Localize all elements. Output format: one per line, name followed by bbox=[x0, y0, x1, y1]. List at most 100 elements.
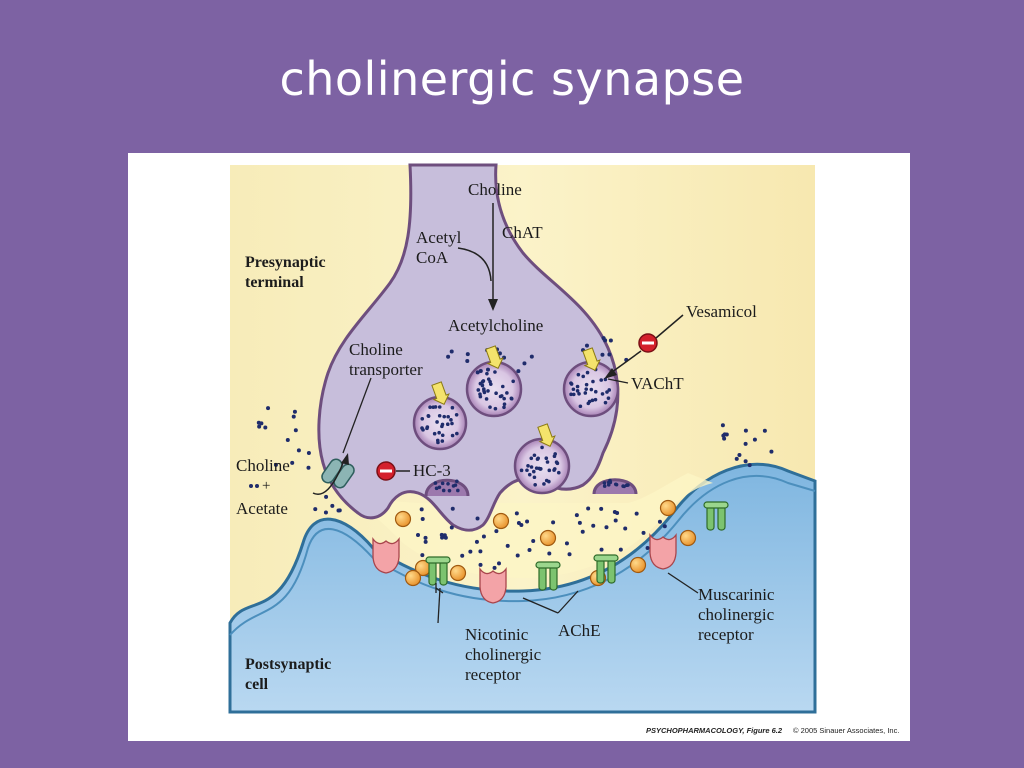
acetate-dot bbox=[255, 484, 259, 488]
acetylcholine-dot bbox=[449, 525, 454, 530]
postsynaptic-membrane-inner bbox=[229, 475, 816, 636]
acetylcholine-dot bbox=[306, 465, 311, 470]
acetylcholine-dot bbox=[478, 549, 483, 554]
vesicle bbox=[465, 360, 523, 418]
vacht-transporters bbox=[431, 345, 601, 447]
choline-dot bbox=[249, 484, 253, 488]
acetylcholine-dot bbox=[266, 406, 271, 411]
acetate-label: Acetate bbox=[236, 499, 288, 518]
vesamicol-inhibitor bbox=[604, 314, 684, 379]
acetylcholine-dot bbox=[475, 516, 480, 521]
muscarinic-receptor bbox=[649, 533, 677, 570]
acetylcholine-dot bbox=[586, 506, 591, 511]
acetylcholine-dot bbox=[604, 525, 609, 530]
muscarinic-label-3: receptor bbox=[698, 625, 754, 644]
choline-transporter-label-2: transporter bbox=[349, 360, 423, 379]
cell-label: cell bbox=[245, 676, 269, 693]
nicotinic-receptor bbox=[703, 501, 729, 531]
acetylcholine-dot bbox=[722, 436, 727, 441]
acetylcholine-dot bbox=[657, 519, 662, 524]
acetylcholine-dot bbox=[531, 538, 536, 543]
acetylcholine-dot bbox=[324, 494, 329, 499]
nicotinic-receptor bbox=[593, 554, 619, 584]
vesicle bbox=[562, 360, 620, 418]
acetylcholine-dot bbox=[720, 423, 725, 428]
acetylcholine-dot bbox=[516, 520, 521, 525]
vesicle-group bbox=[412, 360, 630, 495]
acetylcholine-dot bbox=[515, 553, 520, 558]
muscarinic-label-1: Muscarinic bbox=[698, 585, 775, 604]
presynaptic-label: Presynaptic bbox=[245, 254, 326, 271]
acetylcholine-dot bbox=[273, 462, 278, 467]
ache-enzyme bbox=[679, 529, 697, 547]
acetylcholine-dot bbox=[259, 421, 264, 426]
acetylcholine-dot bbox=[505, 543, 510, 548]
acetylcholine-dot bbox=[313, 507, 318, 512]
chat-label: ChAT bbox=[502, 223, 543, 242]
acetylcholine-dot bbox=[641, 530, 646, 535]
acetylcholine-dot bbox=[481, 534, 486, 539]
muscarinic-label-2: cholinergic bbox=[698, 605, 775, 624]
acetylcholine-dot bbox=[497, 351, 502, 356]
acetylcholine-dot bbox=[591, 523, 596, 528]
acetylcholine-dot bbox=[599, 506, 604, 511]
acetylcholine-dot bbox=[257, 424, 262, 429]
acetylcholine-dot bbox=[525, 519, 530, 524]
acetylcholine-molecules bbox=[249, 336, 774, 570]
nicotinic-label-3: receptor bbox=[465, 665, 521, 684]
nicotinic-receptor bbox=[535, 561, 561, 591]
acetylcholine-dot bbox=[769, 449, 774, 454]
acetylcholine-dot bbox=[743, 459, 748, 464]
acetylcholine-dot bbox=[446, 354, 451, 359]
acetylcholine-dot bbox=[613, 518, 618, 523]
fusing-vesicle-right bbox=[592, 478, 638, 495]
figure-source: PSYCHOPHARMACOLOGY, Figure 6.2 bbox=[646, 726, 783, 735]
acetylcholine-dot bbox=[263, 425, 268, 430]
acetylcholine-dot bbox=[465, 352, 470, 357]
postsynaptic-label: Postsynaptic bbox=[245, 656, 331, 673]
acetylcholine-dot bbox=[449, 349, 454, 354]
acetylcholine-dot bbox=[551, 520, 556, 525]
vesicle bbox=[412, 395, 468, 451]
acetylcholine-dot bbox=[722, 432, 727, 437]
acetylcholine-dot bbox=[285, 437, 290, 442]
acetylcholine-dot bbox=[475, 370, 480, 375]
ache-enzyme bbox=[492, 512, 510, 530]
acetylcholine-dot bbox=[662, 524, 667, 529]
acetylcholine-dot bbox=[468, 549, 473, 554]
acetylcholine-dot bbox=[423, 539, 428, 544]
acetylcholine-dot bbox=[291, 414, 296, 419]
acetylcholine-dot bbox=[752, 437, 757, 442]
acetylcholine-dot bbox=[337, 508, 342, 513]
acetylcholine-dot bbox=[564, 541, 569, 546]
acetylcholine-dot bbox=[615, 511, 620, 516]
muscarinic-receptor bbox=[372, 537, 400, 574]
acetylcholine-dot bbox=[734, 456, 739, 461]
acetylcholine-dot bbox=[584, 343, 589, 348]
acetylcholine-label: Acetylcholine bbox=[448, 316, 543, 335]
synthesis-arrow bbox=[457, 203, 498, 311]
acetylcholine-dot bbox=[529, 354, 534, 359]
acetylcholine-dot bbox=[306, 451, 311, 456]
ache-enzyme bbox=[539, 529, 557, 547]
synapse-diagram: Presynaptic terminal Postsynaptic cell C… bbox=[228, 163, 899, 735]
acetylcholine-dot bbox=[293, 428, 298, 433]
ache-enzyme bbox=[394, 510, 412, 528]
acetylcholine-dot bbox=[478, 562, 483, 567]
acetylcholine-dot bbox=[601, 336, 606, 341]
acetylcholine-dot bbox=[623, 526, 628, 531]
acetylcholine-dot bbox=[416, 533, 421, 538]
choline-left-label: Choline bbox=[236, 456, 290, 475]
coa-label: CoA bbox=[416, 248, 449, 267]
acetylcholine-dot bbox=[423, 535, 428, 540]
acetylcholine-dot bbox=[574, 513, 579, 518]
terminal-label: terminal bbox=[245, 274, 304, 291]
acetylcholine-dot bbox=[762, 428, 767, 433]
acetylcholine-dot bbox=[618, 547, 623, 552]
muscarinic-receptor bbox=[479, 567, 507, 604]
acetylcholine-dot bbox=[522, 361, 527, 366]
choline-transporter bbox=[312, 453, 355, 495]
acetylcholine-dot bbox=[577, 520, 582, 525]
acetylcholine-dot bbox=[494, 529, 499, 534]
acetylcholine-dot bbox=[440, 535, 445, 540]
